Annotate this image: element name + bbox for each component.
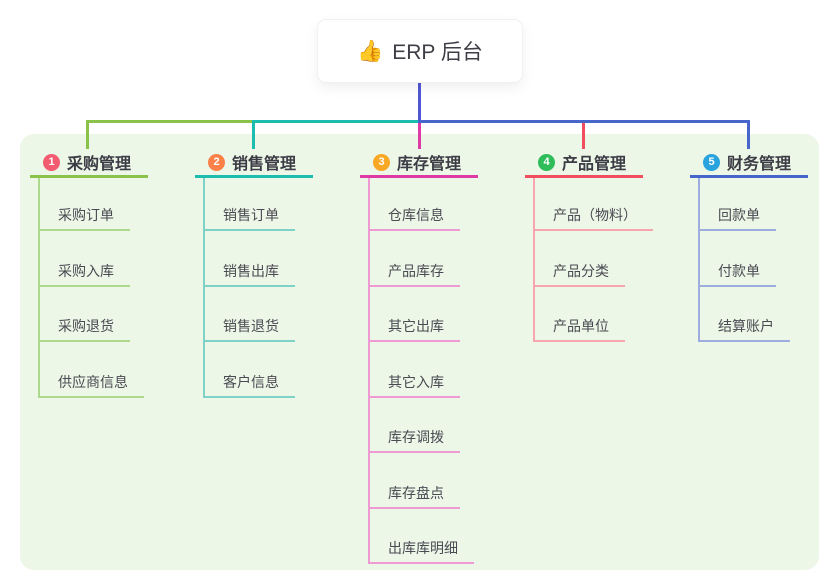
child-node[interactable]: 销售出库: [203, 262, 295, 287]
root-node[interactable]: 👍 ERP 后台: [318, 20, 522, 82]
branch-column: 1 采购管理采购订单采购入库采购退货供应商信息: [30, 151, 148, 570]
branch-underline: [30, 175, 148, 178]
mindmap-panel: [20, 134, 819, 570]
branch-label: 采购管理: [67, 156, 132, 173]
branch-header[interactable]: 2 销售管理: [195, 151, 313, 173]
root-connector-line: [418, 82, 421, 123]
branch-drop-line: [252, 120, 255, 149]
child-node[interactable]: 其它出库: [368, 317, 460, 342]
branch-number-badge: 4: [538, 153, 555, 171]
branch-number-badge: 3: [373, 153, 390, 171]
branch-spine-line: [203, 178, 205, 398]
child-node[interactable]: 出库库明细: [368, 539, 474, 564]
branch-spine-line: [533, 178, 535, 342]
child-node[interactable]: 仓库信息: [368, 206, 460, 231]
child-node[interactable]: 库存盘点: [368, 484, 460, 509]
child-node[interactable]: 采购订单: [38, 206, 130, 231]
child-node[interactable]: 客户信息: [203, 373, 295, 398]
child-node[interactable]: 供应商信息: [38, 373, 144, 398]
branch-header[interactable]: 1 采购管理: [30, 151, 148, 173]
bus-segment: [252, 120, 418, 123]
child-node[interactable]: 产品分类: [533, 262, 625, 287]
branch-label: 财务管理: [727, 156, 792, 173]
branch-spine-line: [698, 178, 700, 342]
branch-header[interactable]: 4 产品管理: [525, 151, 643, 173]
bus-segment: [86, 120, 252, 123]
child-node[interactable]: 结算账户: [698, 317, 790, 342]
branch-column: 4 产品管理产品（物料） 产品分类产品单位: [525, 151, 653, 570]
child-node[interactable]: 其它入库: [368, 373, 460, 398]
child-node[interactable]: 采购退货: [38, 317, 130, 342]
branch-column: 2 销售管理销售订单销售出库销售退货客户信息: [195, 151, 313, 570]
branch-label: 销售管理: [232, 156, 297, 173]
branch-underline: [690, 175, 808, 178]
branch-drop-line: [747, 120, 750, 149]
bus-segment: [418, 120, 750, 123]
branch-drop-line: [86, 120, 89, 149]
branch-underline: [525, 175, 643, 178]
thumbs-up-icon: 👍: [357, 39, 384, 63]
branch-spine-line: [38, 178, 40, 398]
child-node[interactable]: 销售订单: [203, 206, 295, 231]
branch-drop-line: [418, 123, 421, 149]
branch-label: 产品管理: [562, 156, 627, 173]
branch-number-badge: 2: [208, 153, 225, 171]
branch-spine-line: [368, 178, 370, 564]
branch-label: 库存管理: [397, 156, 462, 173]
branch-underline: [195, 175, 313, 178]
root-node-label: ERP 后台: [392, 41, 483, 64]
child-node[interactable]: 产品库存: [368, 262, 460, 287]
branch-column: 5 财务管理回款单付款单结算账户: [690, 151, 808, 570]
branch-header[interactable]: 5 财务管理: [690, 151, 808, 173]
child-node[interactable]: 回款单: [698, 206, 776, 231]
child-node[interactable]: 付款单: [698, 262, 776, 287]
child-node[interactable]: 产品（物料）: [533, 206, 653, 231]
child-node[interactable]: 产品单位: [533, 317, 625, 342]
child-node[interactable]: 采购入库: [38, 262, 130, 287]
branch-number-badge: 1: [43, 153, 60, 171]
branch-drop-line: [582, 123, 585, 149]
branch-number-badge: 5: [703, 153, 720, 171]
branch-underline: [360, 175, 478, 178]
child-node[interactable]: 销售退货: [203, 317, 295, 342]
branch-header[interactable]: 3 库存管理: [360, 151, 478, 173]
child-node[interactable]: 库存调拨: [368, 428, 460, 453]
branch-column: 3 库存管理仓库信息产品库存其它出库其它入库库存调拨库存盘点出库库明细: [360, 151, 478, 570]
